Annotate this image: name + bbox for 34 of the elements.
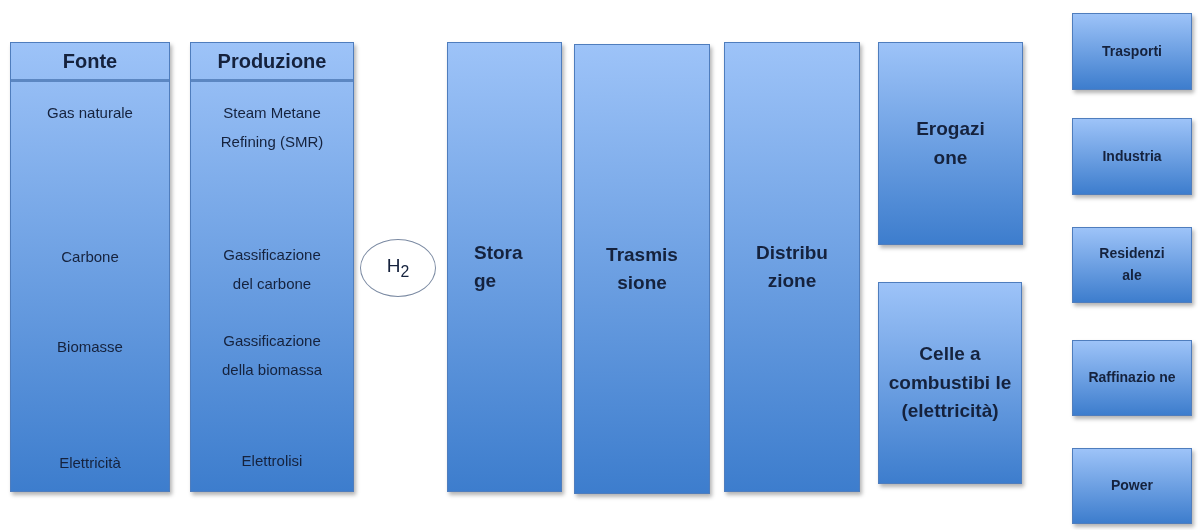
column-box [190,42,354,492]
item-label: Elettricità [58,453,122,473]
item-label: Gassificazione della biomassa [220,331,324,380]
stage-box [878,282,1022,484]
stage-label: Stora ge [473,240,524,293]
stage-label: Distribu zione [755,240,829,293]
stage-box [878,42,1023,245]
column-header: Produzione [191,43,353,82]
stage-label: Trasporti [1101,41,1163,61]
stage-box [574,44,710,494]
sector-box [1072,13,1192,90]
stage-label: Power [1110,476,1154,496]
hydrogen-ellipse [360,239,436,297]
sector-box [1072,227,1192,303]
item-label: Biomasse [56,337,124,357]
item-label: Gassificazione del carbone [222,245,322,294]
column-box [10,42,170,492]
sector-box [1072,340,1192,416]
item-label: Gas naturale [46,103,134,123]
sector-box [1072,448,1192,524]
stage-label: Industria [1101,146,1163,166]
stage-label: Erogazi one [915,117,986,170]
stage-label: Celle a combustibi le (elettricità) [888,342,1012,424]
stage-label: Residenzi ale [1098,244,1166,285]
stage-label: Raffinazio ne [1087,368,1177,388]
formula-label: H$_{2}$ [386,255,410,281]
stage-box [447,42,562,492]
item-label: Carbone [60,247,120,267]
item-label: Elettrolisi [240,451,304,471]
column-header: Fonte [11,43,169,82]
sector-box [1072,118,1192,195]
item-label: Steam Metane Refining (SMR) [219,103,325,152]
stage-label: Trasmis sione [605,242,679,295]
stage-box [724,42,860,492]
